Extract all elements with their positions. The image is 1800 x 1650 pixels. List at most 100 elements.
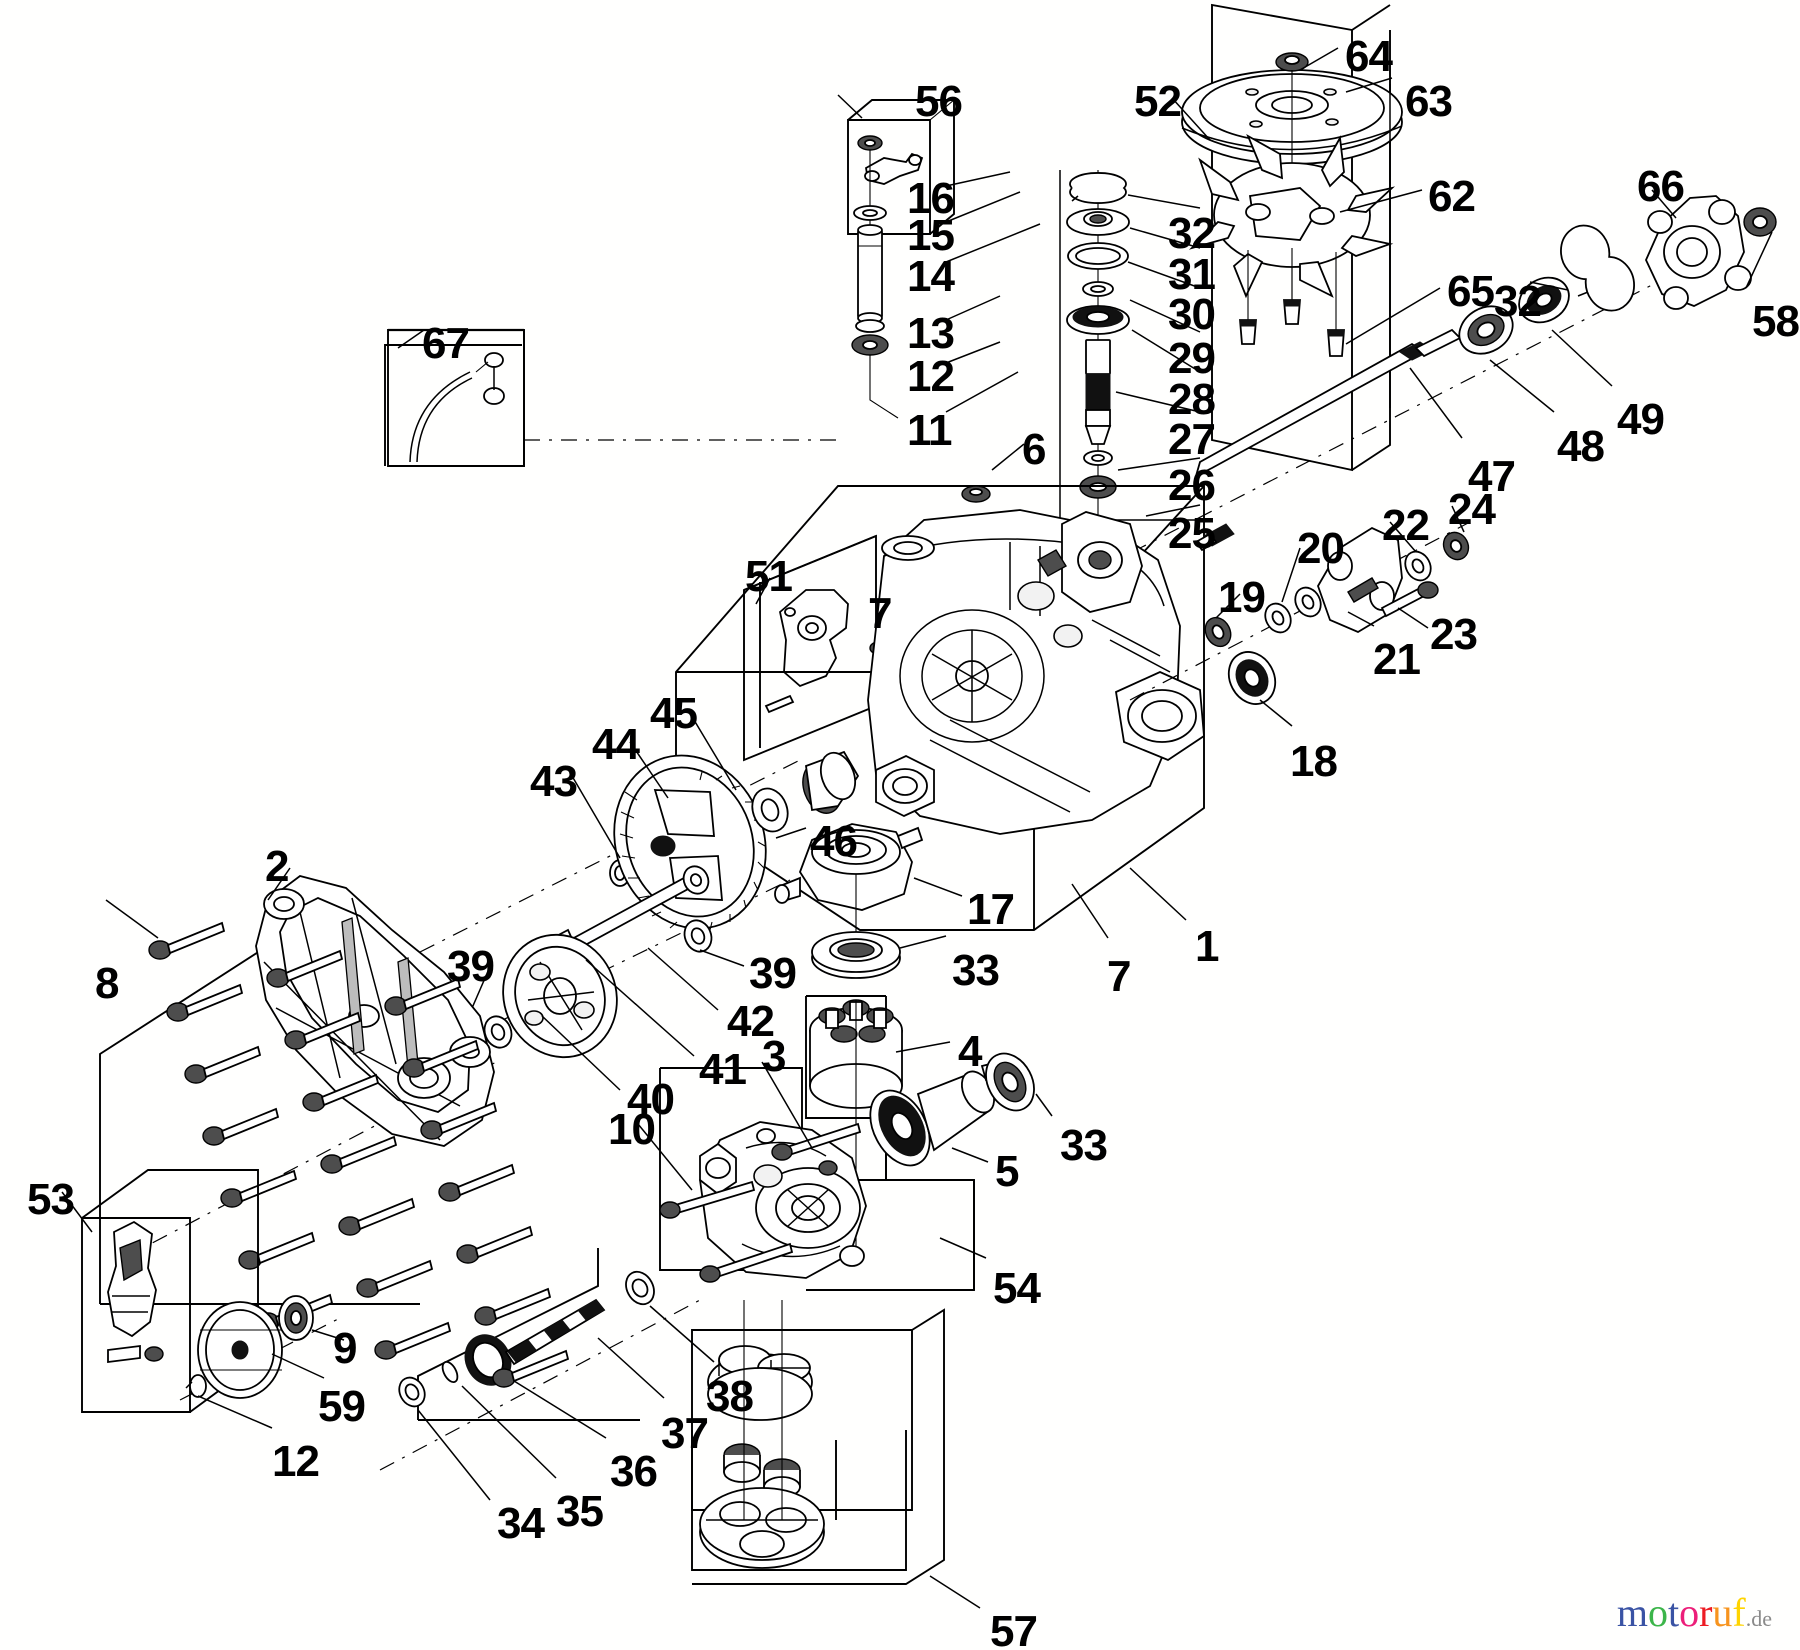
bolt-head — [438, 1182, 462, 1202]
leader-2 — [267, 867, 291, 901]
callout-25: 25 — [1168, 509, 1216, 558]
callout-56: 56 — [915, 77, 963, 126]
axle-shaft-34-38 — [379, 1248, 701, 1471]
callout-34: 34 — [497, 1499, 545, 1548]
callout-23: 23 — [1430, 610, 1478, 659]
callout-14: 14 — [907, 252, 955, 301]
callout-4: 4 — [958, 1027, 983, 1076]
watermark-letter: t — [1667, 1590, 1680, 1635]
panel-motor-housing-54 — [659, 1067, 975, 1291]
charge-pump-17 — [774, 823, 924, 950]
wheel-hub-66 — [1645, 195, 1752, 310]
leader-39b — [699, 949, 745, 967]
watermark-letter: o — [1647, 1590, 1668, 1635]
callout-51: 51 — [745, 552, 793, 601]
callout-66: 66 — [1637, 162, 1685, 211]
callout-29: 29 — [1168, 334, 1216, 383]
bolt-head — [148, 940, 172, 960]
leader-12 — [945, 341, 1001, 364]
callout-26: 26 — [1168, 461, 1216, 510]
callout-54: 54 — [993, 1264, 1041, 1313]
bolt-head — [202, 1126, 226, 1146]
leader-32 — [1127, 194, 1201, 209]
bolt-head — [166, 1002, 190, 1022]
bolt-head — [284, 1030, 308, 1050]
bolt-head — [456, 1244, 480, 1264]
callout-7b: 7 — [1107, 952, 1132, 1001]
leader-47 — [1409, 367, 1463, 439]
bolt-shank — [510, 1349, 570, 1383]
watermark-letter: r — [1699, 1590, 1713, 1635]
leader-65 — [1345, 287, 1441, 345]
leader-28 — [1131, 329, 1201, 373]
callout-52: 52 — [1134, 77, 1182, 126]
leader-48 — [1489, 359, 1555, 413]
callout-27: 27 — [1168, 415, 1216, 464]
leader-37 — [597, 1337, 665, 1399]
bolt-head — [266, 968, 290, 988]
callout-16: 16 — [907, 174, 955, 223]
bolt-head — [220, 1188, 244, 1208]
bolt-shank — [338, 1135, 398, 1169]
leader-58 — [1745, 231, 1773, 289]
leader-40 — [541, 1015, 621, 1091]
leader-45 — [687, 709, 737, 791]
callout-30: 30 — [1168, 290, 1216, 339]
axle-shaft-group — [999, 195, 1777, 621]
callout-43: 43 — [530, 757, 578, 806]
callout-3: 3 — [762, 1032, 787, 1081]
leader-16 — [945, 171, 1011, 187]
motor-rotor-5 — [869, 1052, 1035, 1167]
leader-59 — [271, 1353, 325, 1379]
panel-hose-67 — [384, 328, 525, 467]
bolt-shank — [420, 1039, 480, 1073]
callout-20: 20 — [1297, 524, 1345, 573]
bolt-head — [420, 1120, 444, 1140]
leader-6 — [991, 443, 1025, 471]
control-shaft-stack-11-16 — [851, 150, 899, 419]
callout-42: 42 — [727, 997, 775, 1046]
callout-1: 1 — [1195, 922, 1220, 971]
bolt-shank — [256, 1231, 316, 1265]
long-bolts-10 — [659, 1122, 862, 1283]
callout-19: 19 — [1218, 573, 1266, 622]
callout-35: 35 — [556, 1487, 604, 1536]
callout-24: 24 — [1448, 485, 1496, 534]
bolt-shank — [474, 1225, 534, 1259]
callout-33b: 33 — [1060, 1121, 1108, 1170]
leader-44 — [629, 741, 669, 799]
callout-64: 64 — [1345, 32, 1393, 81]
leader-14 — [945, 223, 1041, 263]
bolt-head — [492, 1368, 516, 1388]
leader-53 — [61, 1191, 93, 1233]
callout-17: 17 — [967, 885, 1015, 934]
callout-41: 41 — [699, 1045, 747, 1094]
fan-bolts-65 — [1239, 248, 1345, 357]
callout-45: 45 — [650, 689, 698, 738]
callout-59: 59 — [318, 1382, 366, 1431]
callout-48: 48 — [1557, 422, 1605, 471]
bolt-shank — [392, 1321, 452, 1355]
leader-21 — [1347, 611, 1375, 627]
callout-63: 63 — [1405, 77, 1453, 126]
bolt-shank — [284, 949, 344, 983]
leader-31 — [1129, 227, 1201, 249]
callout-31: 31 — [1168, 250, 1216, 299]
panel-brake-53 — [81, 1169, 259, 1413]
panel-linkage-56 — [847, 99, 955, 235]
watermark-letter: m — [1616, 1590, 1648, 1635]
pump-shaft-stack-25-32 — [1066, 170, 1130, 520]
bolt-head — [402, 1058, 426, 1078]
callout-12: 12 — [907, 352, 955, 401]
bolt-shank — [238, 1169, 298, 1203]
callout-18: 18 — [1290, 737, 1338, 786]
leader-17 — [913, 877, 963, 897]
gear-train-39-45 — [399, 750, 860, 1071]
leader-38 — [649, 1305, 715, 1363]
callout-65: 65 — [1447, 267, 1495, 316]
leader-26 — [1117, 457, 1201, 471]
leader-24 — [1451, 505, 1465, 533]
leader-18 — [1259, 699, 1293, 727]
leader-8 — [105, 899, 159, 939]
callout-37: 37 — [661, 1409, 709, 1458]
